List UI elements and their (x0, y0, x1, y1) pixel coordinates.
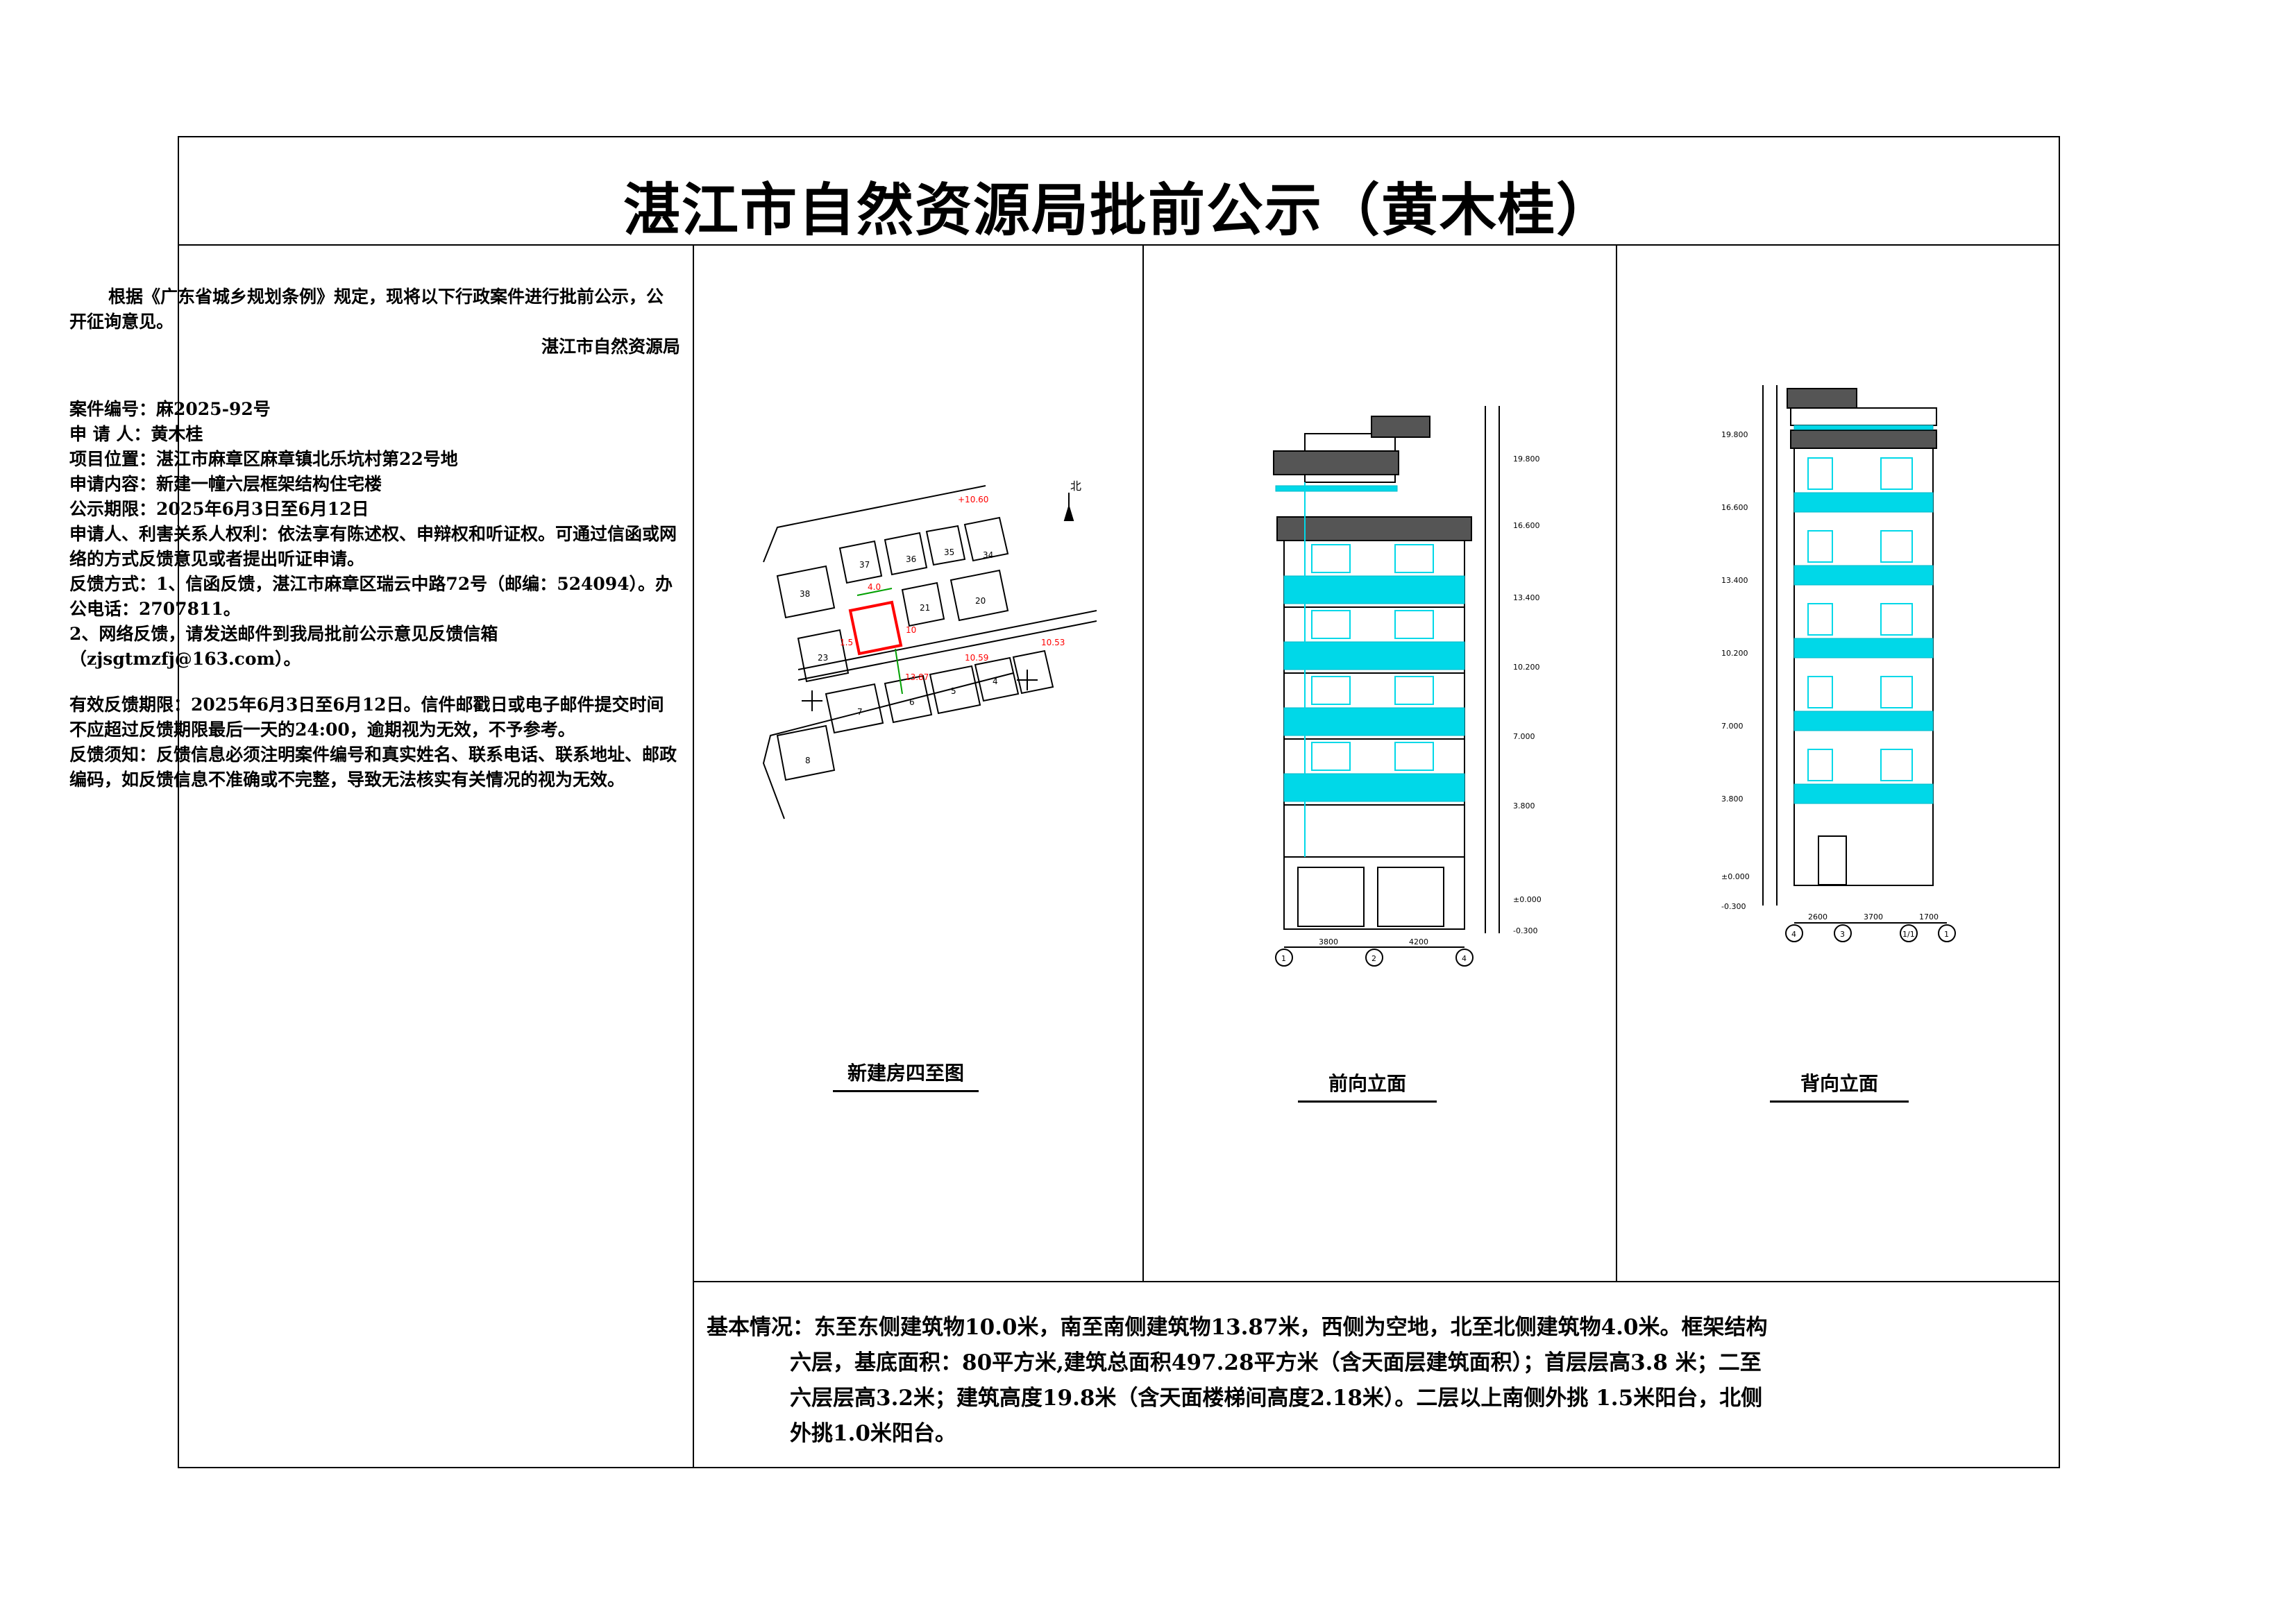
rights-text: 申请人、利害关系人权利：依法享有陈述权、申辩权和听证权。可通过信函或网络的方式反… (69, 524, 677, 569)
parcel-21: 21 (920, 603, 930, 613)
notice-period: 公示期限：2025年6月3日至6月12日 (69, 499, 369, 519)
front-elevation-caption: 前向立面 (1298, 1069, 1437, 1103)
back-elevation-caption: 背向立面 (1770, 1069, 1909, 1103)
parcel-10: 10 (906, 625, 916, 635)
front-level-19800: 19.800 (1513, 454, 1540, 464)
parcel-23: 23 (818, 653, 828, 663)
divider-left (693, 246, 694, 1468)
back-span-3: 1700 (1919, 912, 1939, 921)
dim-balcony: 1.5 (840, 638, 853, 647)
parcel-5: 5 (951, 686, 956, 696)
feedback-mail: 反馈方式：1、信函反馈，湛江市麻章区瑞云中路72号（邮编：524094）。办公电… (69, 574, 673, 619)
parcel-37: 37 (859, 560, 870, 570)
basic-info: 基本情况：东至东侧建筑物10.0米，南至南侧建筑物13.87米，西侧为空地，北至… (707, 1310, 1914, 1452)
dim-road2: 10.53 (1041, 638, 1065, 647)
back-axis-4: 4 (1791, 930, 1796, 939)
front-level-7000: 7.000 (1513, 732, 1535, 741)
project-location: 项目位置：湛江市麻章区麻章镇北乐坑村第22号地 (69, 449, 458, 469)
intro-text: 根据《广东省城乡规划条例》规定，现将以下行政案件进行批前公示，公开征询意见。 (69, 287, 664, 332)
front-level-minus: -0.300 (1513, 926, 1537, 935)
case-number: 案件编号：麻2025-92号 (69, 399, 271, 419)
parcel-6: 6 (909, 697, 915, 707)
north-label: 北 (1070, 479, 1081, 493)
basic-info-line4: 外挑1.0米阳台。 (790, 1421, 956, 1446)
site-plan-drawing: 北 34 35 36 37 38 21 20 23 10 8 7 6 5 4 +… (762, 479, 1097, 819)
front-axis-2: 2 (1371, 954, 1376, 963)
front-level-13400: 13.400 (1513, 593, 1540, 602)
divider-bottom (693, 1281, 2060, 1282)
site-plan-caption-text: 新建房四至图 (847, 1062, 964, 1085)
back-level-10200: 10.200 (1721, 649, 1748, 658)
dim-north: 4.0 (868, 582, 881, 592)
back-level-minus: -0.300 (1721, 902, 1746, 911)
back-elevation-caption-text: 背向立面 (1800, 1072, 1878, 1095)
applicant: 申 请 人：黄木桂 (69, 424, 203, 444)
title-row: 湛江市自然资源局批前公示（黄木桂） (179, 137, 2059, 246)
parcel-8: 8 (805, 756, 811, 765)
parcel-34: 34 (983, 550, 993, 560)
valid-feedback-period: 有效反馈期限：2025年6月3日至6月12日。信件邮戳日或电子邮件提交时间不应超… (69, 695, 664, 740)
back-level-7000: 7.000 (1721, 722, 1744, 731)
dim-road1: 10.59 (965, 653, 988, 663)
feedback-notice: 反馈须知：反馈信息必须注明案件编号和真实姓名、联系电话、联系地址、邮政编码，如反… (69, 745, 677, 790)
front-elevation-caption-text: 前向立面 (1328, 1072, 1406, 1095)
front-level-16600: 16.600 (1513, 521, 1540, 530)
dim-top: +10.60 (958, 495, 988, 504)
front-axis-1: 1 (1281, 954, 1286, 963)
front-span-2: 4200 (1409, 937, 1428, 946)
front-span-1: 3800 (1319, 937, 1338, 946)
divider-mid2 (1616, 246, 1617, 1281)
parcel-36: 36 (906, 554, 916, 564)
basic-info-line2: 六层，基底面积：80平方米,建筑总面积497.28平方米（含天面层建筑面积）；首… (790, 1350, 1762, 1375)
parcel-7: 7 (857, 707, 863, 717)
dim-south: 13.87 (905, 672, 929, 682)
basic-info-line3: 六层层高3.2米；建筑高度19.8米（含天面楼梯间高度2.18米）。二层以上南侧… (790, 1386, 1763, 1411)
feedback-email: 2、网络反馈，请发送邮件到我局批前公示意见反馈信箱（zjsgtmzfj@163.… (69, 624, 498, 669)
left-panel: 根据《广东省城乡规划条例》规定，现将以下行政案件进行批前公示，公开征询意见。 湛… (69, 284, 680, 792)
issuer-signature: 湛江市自然资源局 (541, 337, 680, 357)
front-axis-4: 4 (1462, 954, 1467, 963)
back-level-3800: 3.800 (1721, 794, 1744, 804)
back-level-16600: 16.600 (1721, 503, 1748, 512)
basic-info-line1: 基本情况：东至东侧建筑物10.0米，南至南侧建筑物13.87米，西侧为空地，北至… (707, 1315, 1768, 1340)
back-axis-1-1: 1/1 (1902, 930, 1915, 939)
back-axis-3: 3 (1840, 930, 1845, 939)
parcel-35: 35 (944, 547, 954, 557)
notice-frame: 湛江市自然资源局批前公示（黄木桂） (178, 136, 2060, 1468)
front-elevation-drawing: 19.800 16.600 13.400 10.200 7.000 3.800 … (1273, 406, 1542, 967)
front-level-10200: 10.200 (1513, 663, 1540, 672)
back-axis-1: 1 (1944, 930, 1949, 939)
back-level-19800: 19.800 (1721, 430, 1748, 439)
page-title: 湛江市自然资源局批前公示（黄木桂） (623, 177, 1614, 244)
back-level-13400: 13.400 (1721, 576, 1748, 585)
application-content: 申请内容：新建一幢六层框架结构住宅楼 (69, 474, 382, 494)
parcel-20: 20 (975, 596, 986, 606)
site-plan-caption: 新建房四至图 (826, 1058, 986, 1092)
parcel-4: 4 (993, 677, 998, 686)
back-elevation-drawing: 19.800 16.600 13.400 10.200 7.000 3.800 … (1721, 385, 1956, 942)
front-level-0: ±0.000 (1513, 895, 1542, 904)
divider-mid1 (1142, 246, 1144, 1281)
parcel-38: 38 (800, 589, 810, 599)
back-level-0: ±0.000 (1721, 872, 1750, 881)
back-span-2: 3700 (1864, 912, 1883, 921)
back-span-1: 2600 (1808, 912, 1827, 921)
front-level-3800: 3.800 (1513, 801, 1535, 810)
